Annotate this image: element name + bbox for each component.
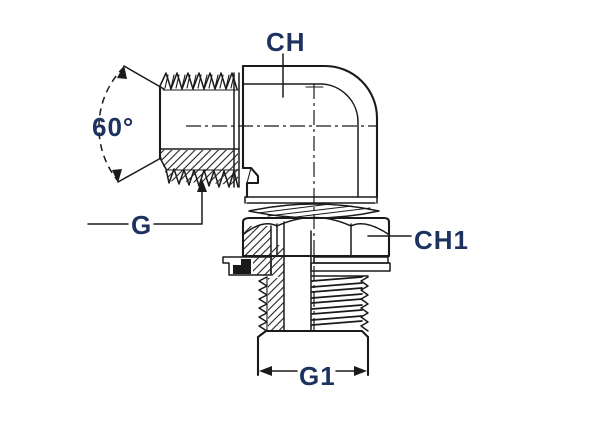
label-ch1: CH1	[414, 225, 469, 255]
g1-arrow-left-icon	[259, 366, 272, 376]
swivel-washer	[248, 203, 380, 219]
arc-arrow-top-icon	[117, 65, 127, 79]
bonded-seal	[222, 256, 272, 276]
seal-notch	[233, 259, 241, 265]
elbow-body	[241, 64, 379, 204]
bottom-port-thread	[258, 221, 369, 332]
leader-g: G	[87, 179, 207, 240]
g-arrow-icon	[197, 179, 207, 192]
leader-ch: CH	[266, 27, 306, 98]
dimension-g1: G1	[259, 361, 367, 391]
g1-arrow-right-icon	[354, 366, 367, 376]
stem-hatching-lower	[268, 278, 284, 331]
seal-hatching	[253, 257, 271, 275]
cone-angle-annotation: 60°	[92, 65, 165, 183]
label-ch: CH	[266, 27, 306, 57]
left-port-hatching	[160, 150, 238, 185]
label-g: G	[131, 210, 152, 240]
label-angle: 60°	[92, 112, 134, 142]
left-port-thread	[158, 72, 240, 188]
label-g1: G1	[299, 361, 336, 391]
angle-arc	[98, 66, 125, 182]
leader-ch1: CH1	[367, 225, 469, 255]
thread-flank-lines	[164, 74, 235, 89]
thread-helix-lines	[311, 276, 363, 326]
nut-hatching	[244, 226, 271, 255]
stem-hatching-upper	[272, 245, 284, 277]
arc-arrow-bottom-icon	[112, 169, 122, 183]
